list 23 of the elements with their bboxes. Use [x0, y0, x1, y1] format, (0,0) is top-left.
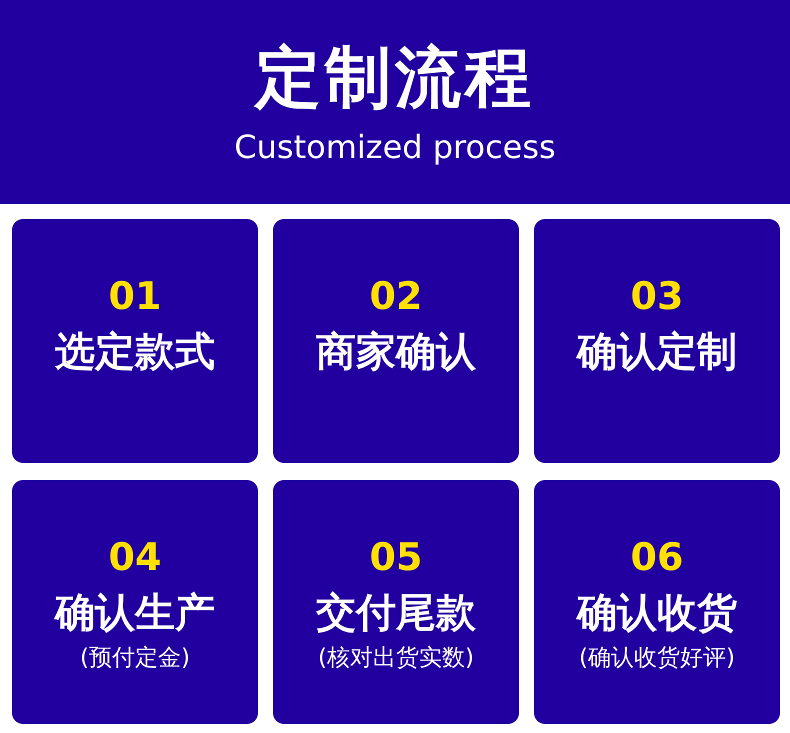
step-number: 01: [108, 274, 162, 318]
step-title: 交付尾款: [316, 589, 476, 638]
step-number: 04: [108, 535, 162, 579]
step-note: (确认收货好评): [579, 644, 735, 673]
step-note: (核对出货实数): [318, 644, 474, 673]
step-number: 05: [370, 535, 422, 579]
step-title: 商家确认: [316, 328, 476, 377]
subtitle: Customized process: [234, 127, 556, 168]
step-number: 03: [630, 274, 684, 318]
step-card: [534, 480, 780, 724]
step-card: [534, 219, 780, 463]
step-card: [12, 480, 258, 724]
step-card: [273, 480, 519, 724]
step-number: 02: [370, 274, 422, 318]
step-number: 06: [630, 535, 684, 579]
step-note: (预付定金): [80, 644, 190, 673]
step-card: [273, 219, 519, 463]
step-title: 确认定制: [577, 328, 737, 377]
step-title: 确认收货: [577, 589, 737, 638]
step-title: 确认生产: [55, 589, 215, 638]
step-card: [12, 219, 258, 463]
title: 定制流程: [255, 38, 535, 118]
step-title: 选定款式: [55, 328, 215, 377]
